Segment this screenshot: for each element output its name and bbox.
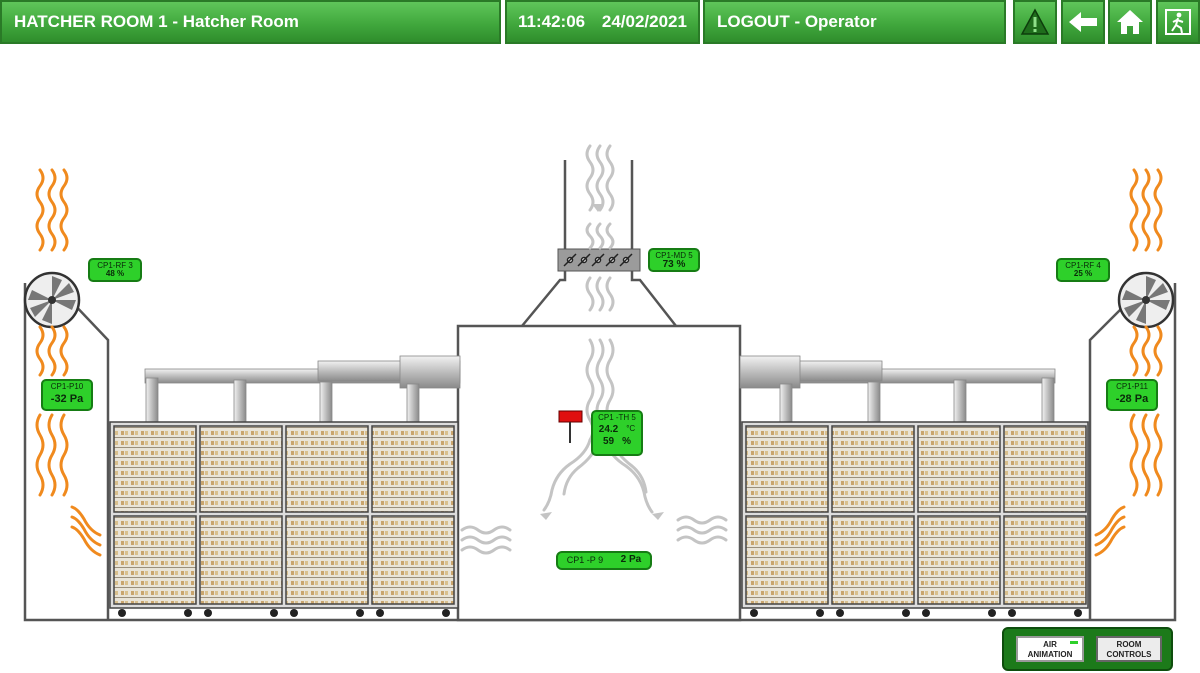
- sensor-cp1-p9[interactable]: CP1 -P 9 2 Pa: [556, 551, 652, 570]
- page-title: HATCHER ROOM 1 - Hatcher Room: [0, 0, 501, 44]
- sensor-value: -32 Pa: [50, 393, 84, 406]
- trolley-wheels-right: [750, 609, 1082, 617]
- sensor-name: CP1 -TH 5: [598, 413, 636, 422]
- alarm-button[interactable]: [1013, 0, 1057, 44]
- room-controls-button[interactable]: ROOM CONTROLS: [1096, 636, 1162, 662]
- sensor-name: CP1-P10: [50, 382, 84, 391]
- home-button[interactable]: [1108, 0, 1152, 44]
- sensor-value: -28 Pa: [1115, 393, 1149, 406]
- sensor-name: CP1-MD 5: [655, 251, 693, 260]
- humidity-unit: %: [622, 435, 632, 447]
- temperature-value: 24.2: [598, 424, 619, 436]
- sensor-value: 73 %: [662, 259, 686, 271]
- fan-left: [23, 271, 81, 329]
- sensor-cp1-rf4[interactable]: CP1-RF 4 25 %: [1056, 258, 1110, 282]
- arrow-left-icon: [1069, 12, 1097, 32]
- fan-right: [1117, 271, 1175, 329]
- exit-door-icon: [1165, 9, 1191, 35]
- air-animation-button[interactable]: AIR ANIMATION: [1016, 636, 1084, 662]
- trolley-wheels-left: [118, 609, 450, 617]
- air-animation-indicator: [1070, 641, 1078, 644]
- mixing-damper: [557, 248, 641, 272]
- control-panel: AIR ANIMATION ROOM CONTROLS: [1002, 627, 1173, 671]
- clock-date: 24/02/2021: [601, 12, 687, 31]
- sensor-cp1-rf3[interactable]: CP1-RF 3 48 %: [88, 258, 142, 282]
- sensor-value: 48 %: [105, 269, 125, 279]
- cool-air-arrows: [540, 204, 664, 520]
- warm-air-flow: [35, 168, 1163, 557]
- clock-display: 11:42:06 24/02/2021: [505, 0, 700, 44]
- house-icon: [1117, 10, 1143, 34]
- humidity-value: 59: [602, 435, 615, 447]
- room-controls-label-1: ROOM: [1116, 640, 1142, 649]
- sensor-name: CP1-RF 3: [97, 261, 133, 270]
- warning-triangle-icon: [1020, 8, 1050, 35]
- thermometer-probe: [558, 410, 583, 443]
- air-animation-label-2: ANIMATION: [1027, 650, 1073, 659]
- sensor-value: 2 Pa: [620, 554, 642, 566]
- sensor-name: CP1-RF 4: [1065, 261, 1101, 270]
- sensor-value: 25 %: [1073, 269, 1093, 279]
- air-animation-label-1: AIR: [1043, 640, 1057, 649]
- sensor-cp1-th5[interactable]: CP1 -TH 5 24.2 °C 59 %: [591, 410, 643, 456]
- exit-button[interactable]: [1156, 0, 1200, 44]
- hatchers-right: [741, 421, 1089, 609]
- clock-time: 11:42:06: [518, 12, 586, 31]
- sensor-name: CP1-P11: [1116, 382, 1148, 391]
- hatchers-left: [109, 421, 459, 609]
- room-controls-label-2: CONTROLS: [1106, 650, 1152, 659]
- sensor-cp1-p11[interactable]: CP1-P11 -28 Pa: [1106, 379, 1158, 411]
- temperature-unit: °C: [626, 424, 636, 434]
- pipes-right: [739, 355, 1056, 423]
- pipes-left: [144, 355, 461, 423]
- sensor-cp1-md5[interactable]: CP1-MD 5 73 %: [648, 248, 700, 272]
- sensor-name: CP1 -P 9: [566, 554, 604, 565]
- back-button[interactable]: [1061, 0, 1105, 44]
- sensor-cp1-p10[interactable]: CP1-P10 -32 Pa: [41, 379, 93, 411]
- logout-button[interactable]: LOGOUT - Operator: [703, 0, 1006, 44]
